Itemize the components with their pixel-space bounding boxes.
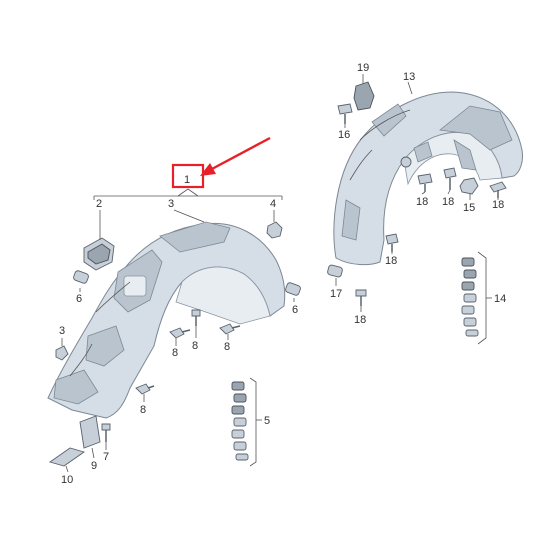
label-part-17: 17 — [330, 288, 342, 300]
screw-part-18-c — [489, 181, 507, 198]
screw-part-8-d — [135, 383, 155, 395]
bracket-part-9 — [79, 415, 101, 449]
wheel-housing-liner-rear — [333, 91, 523, 266]
spacer-part-6-right — [285, 282, 301, 296]
highlight-arrow-head — [200, 163, 216, 176]
label-part-3-bottom: 3 — [59, 325, 65, 337]
highlight-box — [171, 163, 205, 189]
label-part-18-a: 18 — [416, 196, 428, 208]
highlight-callout — [171, 136, 271, 189]
label-part-7: 7 — [103, 451, 109, 463]
spacer-part-17 — [327, 264, 343, 278]
label-part-1: 1 — [184, 174, 190, 186]
screw-part-18-b — [443, 167, 457, 190]
label-part-14: 14 — [494, 293, 506, 305]
label-part-9: 9 — [91, 460, 97, 472]
label-part-6-right: 6 — [292, 304, 298, 316]
screw-part-18-d — [385, 233, 399, 252]
label-part-5: 5 — [264, 415, 270, 427]
label-part-6-left: 6 — [76, 293, 82, 305]
screw-part-7 — [101, 423, 111, 442]
plate-part-10 — [48, 447, 86, 467]
label-part-15: 15 — [463, 202, 475, 214]
leader-lines — [61, 74, 499, 473]
label-part-8-d: 8 — [140, 404, 146, 416]
label-part-18-b: 18 — [442, 196, 454, 208]
label-part-18-e: 18 — [354, 314, 366, 326]
label-part-4: 4 — [270, 198, 276, 210]
label-part-2: 2 — [96, 198, 102, 210]
fastener-set-part-14 — [461, 257, 479, 337]
clip-part-3 — [55, 345, 69, 361]
label-part-19: 19 — [357, 62, 369, 74]
fastener-set-part-5 — [231, 381, 249, 461]
screw-part-18-e — [355, 289, 367, 306]
nut-part-4 — [266, 221, 283, 239]
label-part-8-c: 8 — [224, 341, 230, 353]
label-part-18-d: 18 — [385, 255, 397, 267]
callout-labels: 1 2 3 4 6 6 3 8 8 8 8 5 7 9 10 19 13 16 … — [59, 62, 506, 486]
label-part-3-top: 3 — [168, 198, 174, 210]
screw-part-8-b — [191, 309, 201, 326]
wheel-housing-liner-front — [47, 221, 286, 419]
clip-part-19 — [353, 81, 375, 111]
highlight-arrow-shaft — [209, 136, 271, 172]
label-part-18-c: 18 — [492, 199, 504, 211]
cover-cap-part-2 — [83, 237, 115, 271]
screw-part-8-c — [219, 323, 241, 335]
label-part-10: 10 — [61, 474, 73, 486]
label-part-8-a: 8 — [172, 347, 178, 359]
screw-part-18-a — [417, 173, 433, 192]
label-part-8-b: 8 — [192, 340, 198, 352]
spacer-part-6-left — [73, 270, 89, 284]
screw-part-16 — [337, 103, 353, 124]
nut-part-15 — [459, 177, 479, 195]
screw-part-8-a — [169, 327, 191, 339]
label-part-13: 13 — [403, 71, 415, 83]
label-part-16: 16 — [338, 129, 350, 141]
